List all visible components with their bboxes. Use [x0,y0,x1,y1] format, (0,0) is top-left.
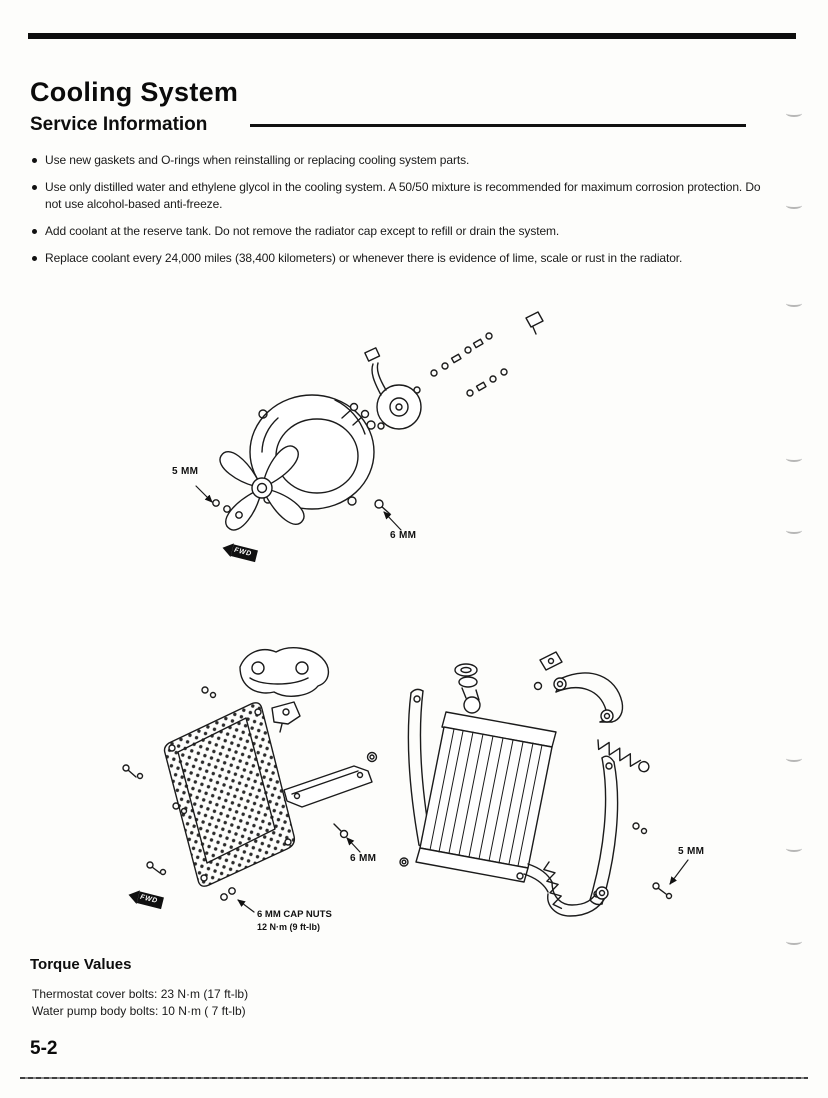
service-notes-list: Use new gaskets and O-rings when reinsta… [32,152,777,277]
left-stay [399,688,432,867]
bullet-icon [32,229,37,235]
service-note: Use only distilled water and ethylene gl… [32,179,777,213]
service-note: Use new gaskets and O-rings when reinsta… [32,152,777,169]
exploded-view-diagrams [0,300,828,950]
cap-nuts-torque-label: 12 N·m (9 ft-lb) [257,922,320,932]
label-arrows [195,485,689,913]
page-curl-artifact [786,300,802,307]
page-curl-artifact [786,755,802,762]
fan-5mm-label: 5 MM [172,466,199,477]
grille-screen [163,702,296,887]
bullet-icon [32,256,37,262]
torque-values-heading: Torque Values [30,956,132,973]
page-curl-artifact [786,455,802,462]
fan-shroud [249,394,376,510]
fan-blade [219,445,305,531]
upper-hose [533,651,624,723]
fan-fasteners [212,311,544,519]
page-curl-artifact [786,845,802,852]
exploded-view-drawing [122,311,689,917]
service-note: Add coolant at the reserve tank. Do not … [32,223,777,240]
filler-neck-and-cap [454,663,481,714]
service-note: Replace coolant every 24,000 miles (38,4… [32,250,777,267]
torque-value-line: Water pump body bolts: 10 N·m ( 7 ft-lb) [32,1004,246,1018]
page-number: 5-2 [30,1038,58,1059]
page-curl-artifact [786,110,802,117]
torque-value-line: Thermostat cover bolts: 23 N·m (17 ft-lb… [32,987,249,1001]
radiator-6mm-label: 6 MM [350,853,377,864]
bullet-icon [32,185,37,191]
page-curl-artifact [786,527,802,534]
radiator-5mm-label: 5 MM [678,846,705,857]
service-note-text: Add coolant at the reserve tank. Do not … [45,224,560,239]
grille-fasteners [122,764,236,901]
bullet-icon [32,158,37,163]
fan-motor [364,347,422,430]
page-curl-artifact [786,938,802,945]
radiator-core [415,711,557,883]
service-note-text: Use only distilled water and ethylene gl… [45,180,761,212]
section-title: Service Information [30,114,208,135]
page-curl-artifact [786,202,802,209]
fan-6mm-label: 6 MM [390,530,417,541]
lower-hose [523,861,609,917]
section-rule [250,124,746,127]
service-note-text: Use new gaskets and O-rings when reinsta… [45,153,470,167]
page-title: Cooling System [30,77,239,107]
lower-bracket [283,751,378,839]
service-note-text: Replace coolant every 24,000 miles (38,4… [45,251,683,266]
radiator-fins [429,728,543,867]
top-rule [28,33,796,39]
radiator-fasteners [632,822,673,900]
bottom-rule [20,1077,808,1079]
upper-cover [201,647,329,733]
upper-spring [597,739,650,773]
cap-nuts-label: 6 MM CAP NUTS [257,909,332,920]
right-stay [589,755,619,906]
